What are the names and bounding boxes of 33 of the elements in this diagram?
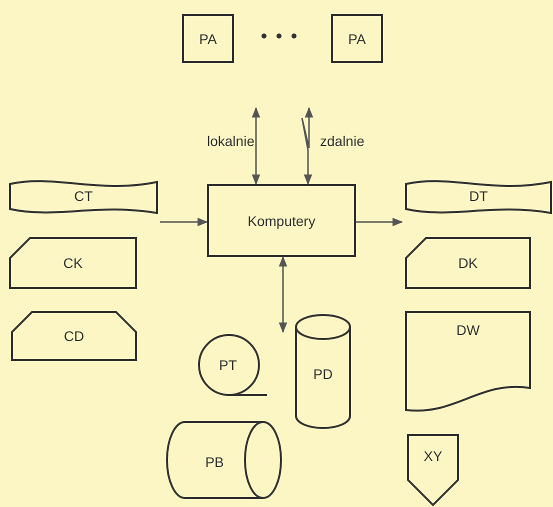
punched-tape-symbol xyxy=(406,180,551,215)
node-label: PA xyxy=(199,30,217,46)
arrow xyxy=(301,106,314,186)
punched-card-symbol xyxy=(10,238,136,288)
arrow xyxy=(160,218,208,226)
node-label: DT xyxy=(469,188,488,204)
edge-label: lokalnie xyxy=(207,133,254,149)
document-symbol xyxy=(406,312,530,410)
plotter-symbol xyxy=(408,435,458,505)
arrow xyxy=(252,106,260,186)
disk-storage-symbol xyxy=(296,315,350,428)
node-label: DK xyxy=(458,255,478,271)
square-box xyxy=(332,15,382,62)
node-label: PT xyxy=(219,356,237,373)
punched-card-symbol xyxy=(406,238,530,288)
process-box xyxy=(208,185,355,256)
punched-tape-symbol xyxy=(10,180,157,215)
node-label: XY xyxy=(424,448,442,464)
arrow xyxy=(356,218,404,226)
node-label: CD xyxy=(64,328,84,344)
node-label: PD xyxy=(313,366,333,382)
display-symbol xyxy=(12,312,136,360)
node-label: PA xyxy=(348,30,366,46)
node-label: CK xyxy=(63,255,83,271)
magnetic-tape-symbol xyxy=(197,334,269,398)
node-label: PB xyxy=(205,454,224,470)
node-label: CT xyxy=(74,188,93,204)
magnetic-drum-symbol xyxy=(165,422,283,498)
node-label: DW xyxy=(456,322,480,338)
square-box xyxy=(183,15,233,62)
node-label: Komputery xyxy=(248,212,316,228)
arrow xyxy=(278,256,288,334)
edge-label: zdalnie xyxy=(320,133,364,149)
